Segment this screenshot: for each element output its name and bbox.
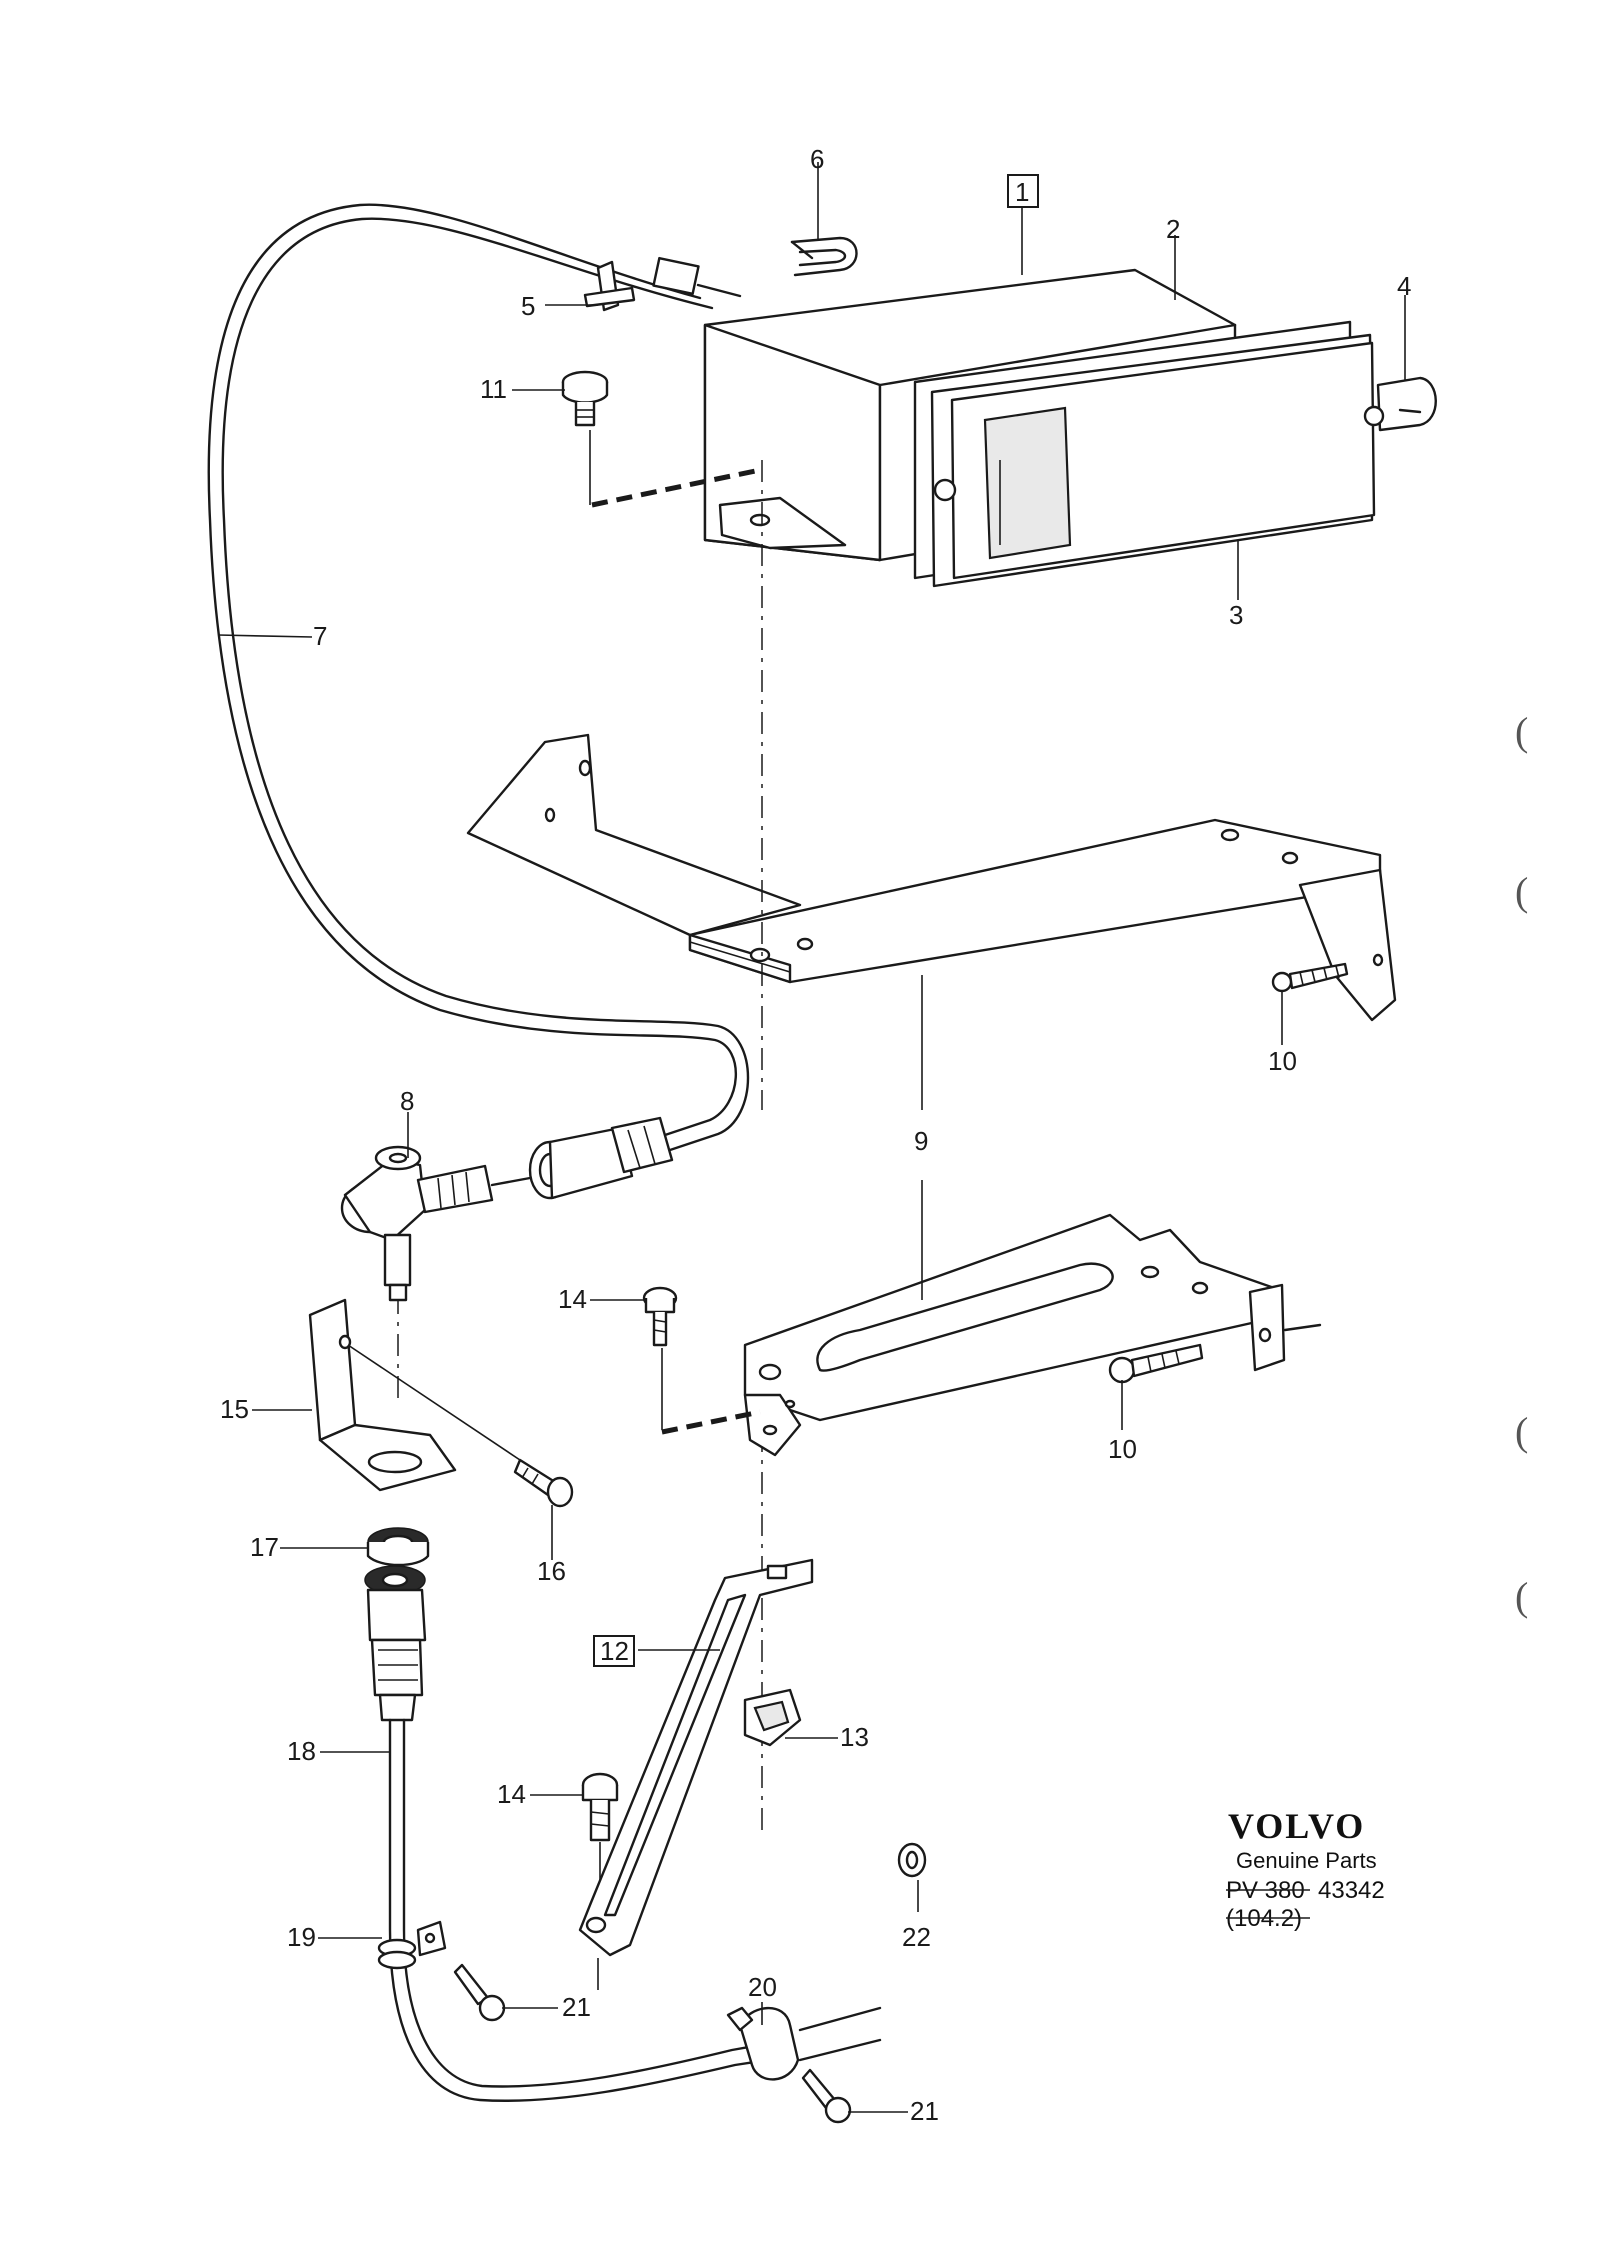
aerial-cable [207,203,737,1137]
screw-14-upper [642,1286,678,1347]
callout-7: 7 [313,621,327,651]
screw-10-upper [1271,962,1349,993]
callout-2: 2 [1166,214,1180,244]
callout-9: 9 [914,1126,928,1156]
callout-6: 6 [810,144,824,174]
aerial-cable-lower [388,1718,770,2102]
mounting-bracket-upper [466,733,1397,1022]
callout-12: 12 [600,1636,629,1666]
spring-clip-6 [790,236,858,277]
radio-unit [703,268,1437,588]
mounting-bracket-lower [743,1213,1286,1457]
aerial-plug [490,1116,674,1200]
callout-16: 16 [537,1556,566,1586]
stay-bar-12 [578,1558,814,1957]
screw-21-left [453,1963,506,2022]
thumb-screw-11 [561,370,609,427]
grommet-19 [377,1920,447,1970]
callout-15: 15 [220,1394,249,1424]
callout-14-upper: 14 [558,1284,587,1314]
cable-plug-top [652,256,742,298]
callout-box-1 [1007,174,1039,208]
callout-3: 3 [1229,600,1243,630]
screw-21-right [801,2068,852,2124]
cable-clip-20 [726,2006,800,2081]
margin-mark-2: ( [1515,869,1528,914]
screw-10-lower [1108,1343,1204,1384]
bracket-15 [308,1298,457,1492]
aerial-socket [364,1565,427,1722]
margin-mark-3: ( [1515,1409,1528,1454]
screw-14-lower [581,1772,619,1842]
callout-18: 18 [287,1736,316,1766]
callout-21-left: 21 [562,1992,591,2022]
washer-22 [897,1842,927,1878]
callout-1: 1 [1015,177,1029,207]
callout-13: 13 [840,1722,869,1752]
callout-20: 20 [748,1972,777,2002]
callout-10-lower: 10 [1108,1434,1137,1464]
callout-21-right: 21 [910,2096,939,2126]
callout-box-12 [593,1635,635,1667]
clip-13 [743,1688,802,1747]
screw-16 [513,1458,574,1508]
callout-10-upper: 10 [1268,1046,1297,1076]
margin-mark-1: ( [1515,709,1528,754]
callout-17: 17 [250,1532,279,1562]
callout-14-lower: 14 [497,1779,526,1809]
callout-4: 4 [1397,271,1411,301]
leader-lines [217,162,1406,2113]
nut-17 [366,1527,430,1567]
ref-number: 43342 [1318,1877,1385,1904]
margin-mark-4: ( [1515,1574,1528,1619]
genuine-parts-label: Genuine Parts [1236,1848,1377,1873]
cable-clip-5 [583,260,636,312]
aerial-connector-8 [340,1145,494,1302]
volvo-logo: VOLVO [1228,1806,1365,1846]
callout-8: 8 [400,1086,414,1116]
callout-11: 11 [480,374,507,404]
callout-5: 5 [521,291,535,321]
callout-19: 19 [287,1922,316,1952]
callout-22: 22 [902,1922,931,1952]
